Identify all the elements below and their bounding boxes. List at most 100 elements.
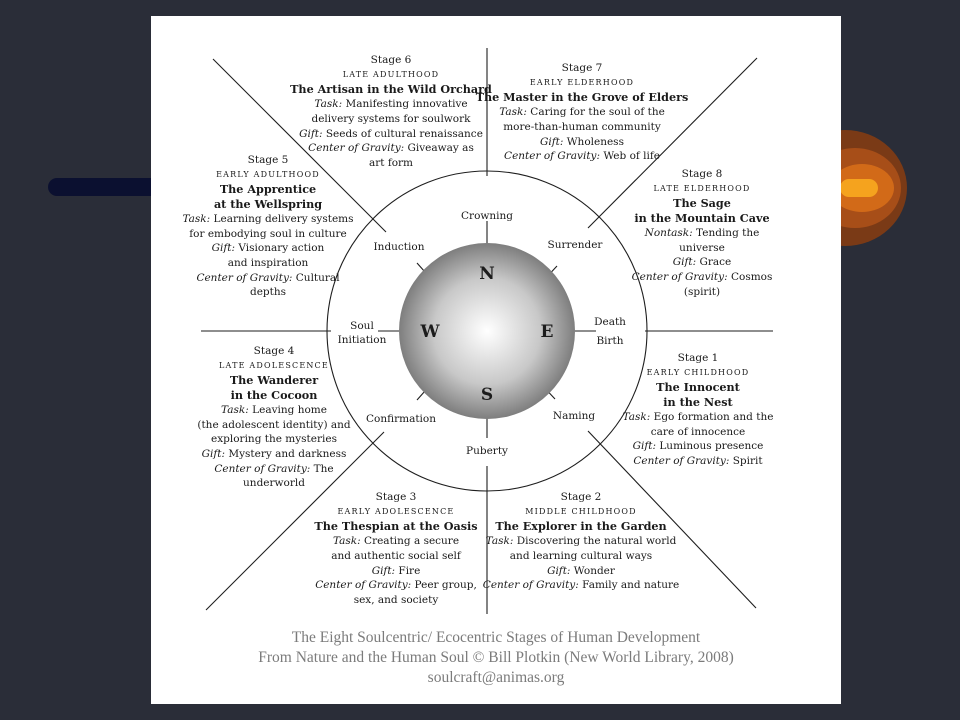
desc-text: Luminous presence	[656, 440, 764, 453]
desc-text: Leaving home	[248, 403, 327, 416]
stage-title: in the Mountain Cave	[634, 211, 770, 226]
desc-label: Gift:	[632, 440, 656, 453]
stage-desc-line: art form	[271, 156, 511, 171]
stage-desc-line: (the adolescent identity) and	[154, 418, 394, 433]
stage-desc-line: Task: Caring for the soul of the	[462, 105, 702, 120]
desc-text: Cultural	[292, 271, 340, 284]
desc-text: Web of life	[600, 150, 660, 163]
passage-initiation: Initiation	[337, 334, 387, 346]
desc-text: exploring the mysteries	[211, 433, 337, 446]
passage-induction: Induction	[373, 241, 425, 253]
desc-text: Mystery and darkness	[225, 447, 347, 460]
desc-label: Gift:	[672, 256, 697, 269]
stage-desc-line: Center of Gravity: Peer group,	[276, 578, 516, 593]
stage-desc-line: delivery systems for soulwork	[271, 112, 511, 127]
desc-text: and learning cultural ways	[509, 549, 653, 562]
caption-line-3: soulcraft@animas.org	[427, 669, 565, 686]
stage-period: Early Adolescence	[337, 506, 455, 516]
stage-desc-line: Center of Gravity: Cultural	[148, 271, 388, 286]
desc-text: care of innocence	[650, 425, 746, 438]
diagram-card: N E S W Crowning Surrender Death Birth N…	[151, 16, 841, 704]
desc-text: Grace	[696, 256, 732, 269]
desc-text: Peer group,	[411, 579, 477, 592]
caption-line-1: The Eight Soulcentric/ Ecocentric Stages…	[291, 629, 701, 646]
passage-death: Death	[594, 316, 626, 328]
stage-desc-line: more-than-human community	[462, 120, 702, 135]
stage-desc-line: Center of Gravity: Family and nature	[461, 578, 701, 593]
passage-puberty: Puberty	[466, 445, 508, 457]
desc-text: Wonder	[570, 564, 615, 577]
stage-title: The Apprentice	[219, 182, 317, 197]
stage-desc-line: Task: Learning delivery systems	[148, 212, 388, 227]
stage-desc-line: Center of Gravity: Giveaway as	[271, 141, 511, 156]
stage-number: Stage 1	[677, 352, 719, 364]
stage-number: Stage 5	[247, 154, 289, 166]
stage-desc-line: (spirit)	[582, 285, 822, 300]
desc-text: Visionary action	[235, 242, 325, 255]
stage-title: The Sage	[673, 196, 731, 211]
stage-desc-line: Nontask: Tending the	[582, 226, 822, 241]
desc-text: sex, and society	[353, 593, 439, 606]
desc-label: Nontask:	[644, 226, 693, 239]
stage-desc-line: for embodying soul in culture	[148, 227, 388, 242]
desc-text: and authentic social self	[331, 549, 461, 562]
desc-label: Gift:	[540, 135, 564, 148]
desc-label: Center of Gravity:	[504, 150, 601, 163]
desc-text: Seeds of cultural renaissance	[322, 127, 483, 140]
stage-desc-line: Task: Creating a secure	[276, 534, 516, 549]
desc-label: Gift:	[371, 564, 396, 577]
desc-text: more-than-human community	[503, 120, 661, 133]
stage-desc-line: Center of Gravity: Spirit	[578, 454, 818, 469]
stage-desc-line: depths	[148, 285, 388, 300]
caption-line-2: From Nature and the Human Soul © Bill Pl…	[258, 649, 734, 666]
spoke-southeast	[587, 430, 757, 609]
desc-label: Gift:	[201, 447, 226, 460]
stage-number: Stage 2	[560, 491, 602, 503]
passage-soul: Soul	[350, 320, 374, 332]
desc-label: Center of Gravity:	[308, 142, 405, 155]
desc-text: Family and nature	[578, 579, 680, 592]
stage-desc-line: Center of Gravity: The	[154, 462, 394, 477]
desc-label: Center of Gravity:	[631, 270, 728, 283]
stage-desc-line: sex, and society	[276, 593, 516, 608]
desc-text: and inspiration	[227, 256, 309, 269]
direction-north: N	[479, 264, 495, 284]
stage-desc-line: exploring the mysteries	[154, 432, 394, 447]
spoke-northwest	[212, 58, 387, 233]
desc-label: Task:	[622, 410, 651, 423]
stage-title: The Thespian at the Oasis	[314, 519, 478, 534]
desc-text: Ego formation and the	[650, 410, 774, 423]
desc-label: Task:	[485, 535, 514, 548]
desc-label: Task:	[182, 212, 211, 225]
desc-text: Giveaway as	[404, 142, 474, 155]
desc-text: universe	[679, 241, 725, 254]
stage-title: in the Nest	[663, 395, 733, 410]
center-sphere	[399, 243, 575, 419]
desc-label: Task:	[499, 106, 527, 119]
passage-naming: Naming	[552, 410, 596, 422]
desc-text: Wholeness	[563, 135, 624, 148]
stage-number: Stage 3	[375, 491, 417, 503]
stage-title: The Explorer in the Garden	[495, 519, 667, 534]
desc-text: (spirit)	[683, 285, 721, 298]
desc-text: Caring for the soul of the	[526, 106, 665, 119]
stage-desc-line: Task: Discovering the natural world	[461, 534, 701, 549]
figure-caption: The Eight Soulcentric/ Ecocentric Stages…	[151, 628, 841, 688]
stage-title: at the Wellspring	[213, 197, 323, 212]
stage-desc-line: Task: Leaving home	[154, 403, 394, 418]
desc-text: Cosmos	[727, 270, 773, 283]
stage-desc-line: underworld	[154, 476, 394, 491]
desc-label: Gift:	[299, 127, 323, 140]
passage-birth: Birth	[596, 335, 624, 347]
stage-period: Early Childhood	[646, 367, 750, 377]
stage-number: Stage 4	[253, 345, 295, 357]
stage-title: The Master in the Grove of Elders	[475, 90, 689, 105]
desc-text: Learning delivery systems	[210, 212, 354, 225]
stage-number: Stage 8	[681, 168, 723, 180]
desc-text: depths	[249, 286, 287, 299]
desc-label: Center of Gravity:	[214, 462, 311, 475]
spoke-northeast	[587, 57, 758, 229]
desc-text: art form	[368, 156, 414, 169]
spoke-southwest	[205, 431, 385, 611]
